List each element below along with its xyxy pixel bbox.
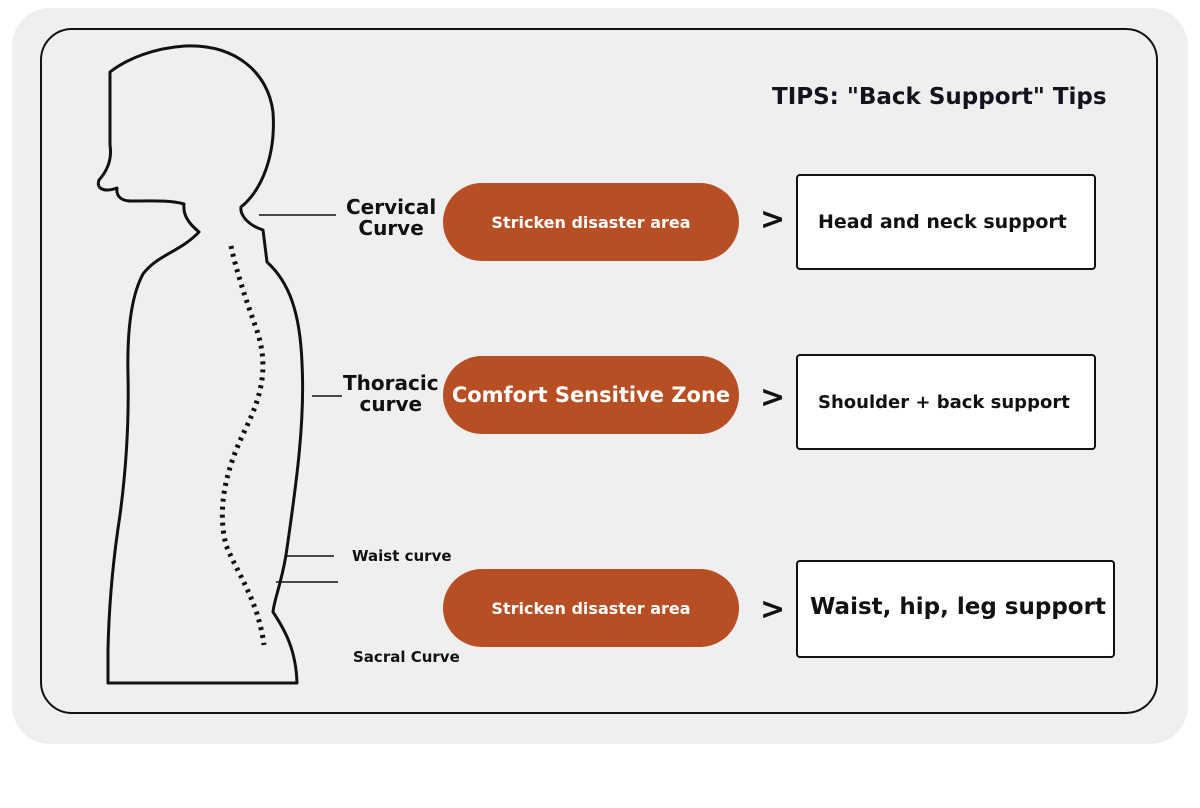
support-box-head-neck: Head and neck support	[796, 174, 1096, 270]
diagram-title: TIPS: "Back Support" Tips	[772, 84, 1107, 110]
arrow-icon: >	[760, 380, 786, 415]
sacral-curve-label: Sacral Curve	[353, 648, 460, 666]
arrow-icon: >	[760, 592, 786, 627]
waist-curve-label: Waist curve	[352, 547, 452, 565]
arrow-icon: >	[760, 202, 786, 237]
zone-pill-waist-sacral: Stricken disaster area	[443, 569, 739, 647]
spine-line	[219, 245, 267, 646]
body-outline	[96, 44, 305, 685]
zone-pill-thoracic: Comfort Sensitive Zone	[443, 356, 739, 434]
support-box-shoulder-back: Shoulder + back support	[796, 354, 1096, 450]
support-box-waist-hip-leg: Waist, hip, leg support	[796, 560, 1115, 658]
zone-pill-cervical: Stricken disaster area	[443, 183, 739, 261]
cervical-curve-label: Cervical Curve	[346, 195, 437, 240]
thoracic-curve-label: Thoracic curve	[343, 371, 439, 416]
